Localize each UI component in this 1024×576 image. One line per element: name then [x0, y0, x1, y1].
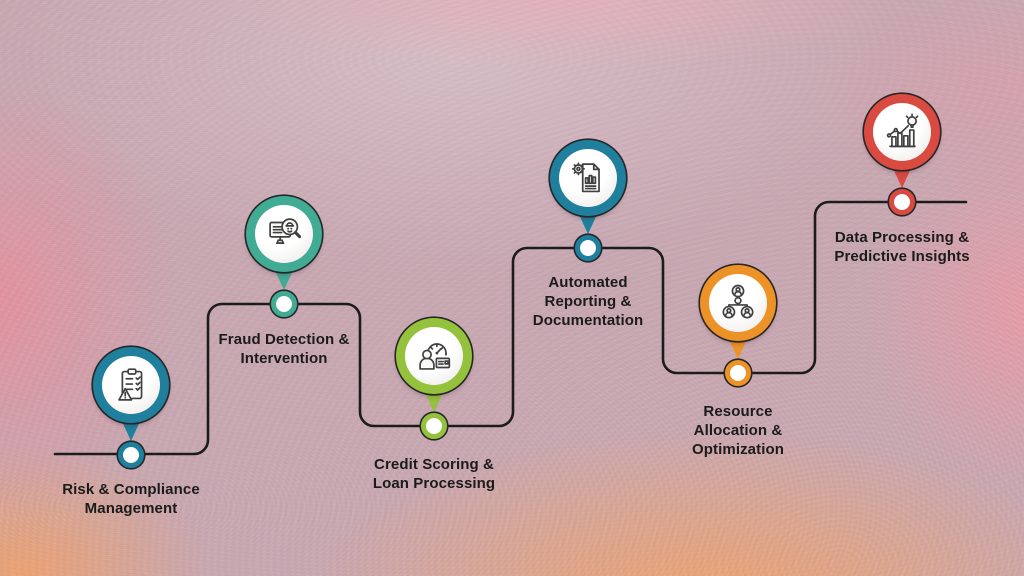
pin-circle: [864, 94, 940, 170]
fraud-magnifier-icon: [261, 211, 307, 257]
org-chart-icon: [715, 280, 761, 326]
step-node: [575, 235, 601, 261]
step-marker: [396, 318, 472, 416]
step-marker: [700, 265, 776, 363]
report-document-icon: [565, 155, 611, 201]
pin-circle: [550, 140, 626, 216]
credit-gauge-icon: [411, 333, 457, 379]
step-node: [889, 189, 915, 215]
step-label: Automated Reporting & Documentation: [532, 274, 644, 329]
step-label: Data Processing & Predictive Insights: [834, 229, 970, 265]
step-node: [118, 442, 144, 468]
pin-circle: [700, 265, 776, 341]
step-marker: [864, 94, 940, 192]
step-label: Fraud Detection & Intervention: [218, 331, 350, 367]
step-marker: [246, 196, 322, 294]
step-label: Credit Scoring & Loan Processing: [372, 456, 496, 492]
step-marker: [93, 347, 169, 445]
pin-circle: [396, 318, 472, 394]
chart-insight-icon: [879, 109, 925, 155]
clipboard-alert-icon: [108, 362, 154, 408]
step-node: [725, 360, 751, 386]
step-marker: [550, 140, 626, 238]
step-node: [271, 291, 297, 317]
pin-circle: [93, 347, 169, 423]
step-node: [421, 413, 447, 439]
pin-circle: [246, 196, 322, 272]
step-label: Risk & Compliance Management: [62, 481, 200, 517]
step-label: Resource Allocation & Optimization: [691, 403, 785, 458]
